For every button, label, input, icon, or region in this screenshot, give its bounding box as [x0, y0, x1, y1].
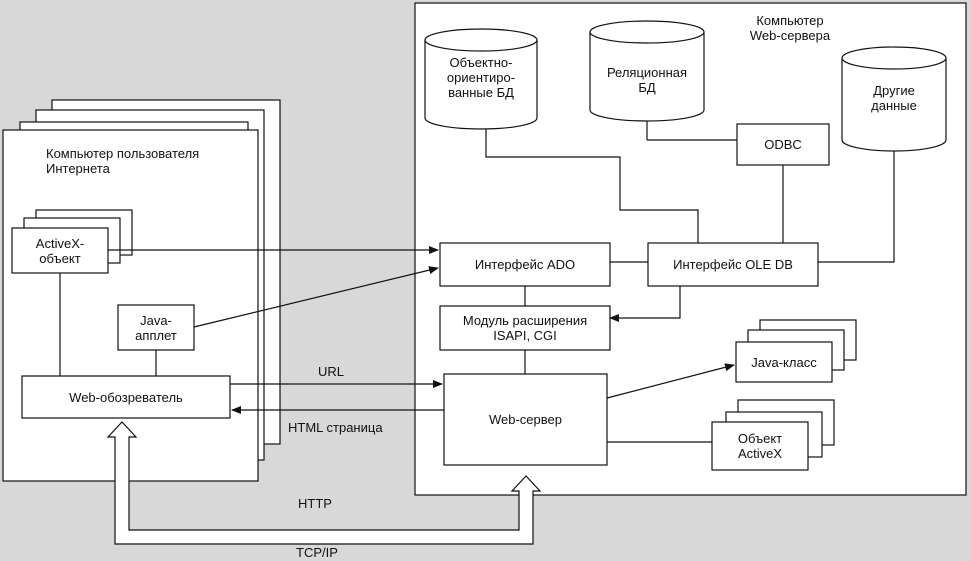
odbc-label: ODBC	[764, 137, 802, 152]
url-label: URL	[318, 364, 345, 379]
http-tcpip-arrow	[106, 421, 542, 545]
activex-server-label: Объект ActiveX	[737, 431, 783, 461]
activex-server-box	[711, 421, 809, 471]
server-computer-label: Компьютер Web-сервера	[749, 13, 831, 43]
activex-client-label: ActiveX- объект	[35, 236, 85, 266]
java-class-box	[735, 341, 833, 383]
other-data-label: Другие данные	[871, 83, 917, 113]
activex-client-box	[11, 227, 109, 274]
isapi-box	[439, 305, 611, 351]
java-applet-box	[117, 304, 195, 351]
html-page-label: HTML страница	[288, 420, 383, 435]
web-server-label: Web-сервер	[488, 412, 562, 427]
tcpip-label: TCP/IP	[296, 545, 338, 560]
web-server-box	[443, 373, 608, 466]
applet-to-ado-arrow	[193, 266, 439, 328]
oledb-label: Интерфейс OLE DB	[673, 257, 793, 272]
http-label: HTTP	[298, 496, 332, 511]
oo-db-link	[485, 129, 699, 243]
user-computer-label: Компьютер пользователя Интернета	[46, 146, 200, 176]
java-applet-label: Java- апплет	[135, 313, 177, 343]
oledb-to-isapi-arrow	[609, 286, 681, 322]
java-class-label: Java-класс	[751, 355, 817, 370]
other-data-link	[818, 151, 895, 263]
oledb-box	[647, 242, 819, 287]
ado-label: Интерфейс ADO	[474, 257, 576, 272]
relational-db-label: Реляционная БД	[606, 65, 688, 95]
other-data-cylinder	[841, 46, 947, 152]
isapi-label: Модуль расширения ISAPI, CGI	[462, 313, 588, 343]
oo-db-label: Объектно- ориентиро- ванные БД	[446, 55, 516, 100]
browser-label: Web-обозреватель	[69, 390, 183, 405]
ado-box	[439, 242, 611, 287]
webserver-to-javaclass-arrow	[606, 363, 735, 399]
odbc-box	[736, 123, 830, 166]
relational-db-cylinder	[589, 20, 705, 122]
browser-box	[21, 375, 231, 419]
oo-db-cylinder	[424, 28, 538, 130]
